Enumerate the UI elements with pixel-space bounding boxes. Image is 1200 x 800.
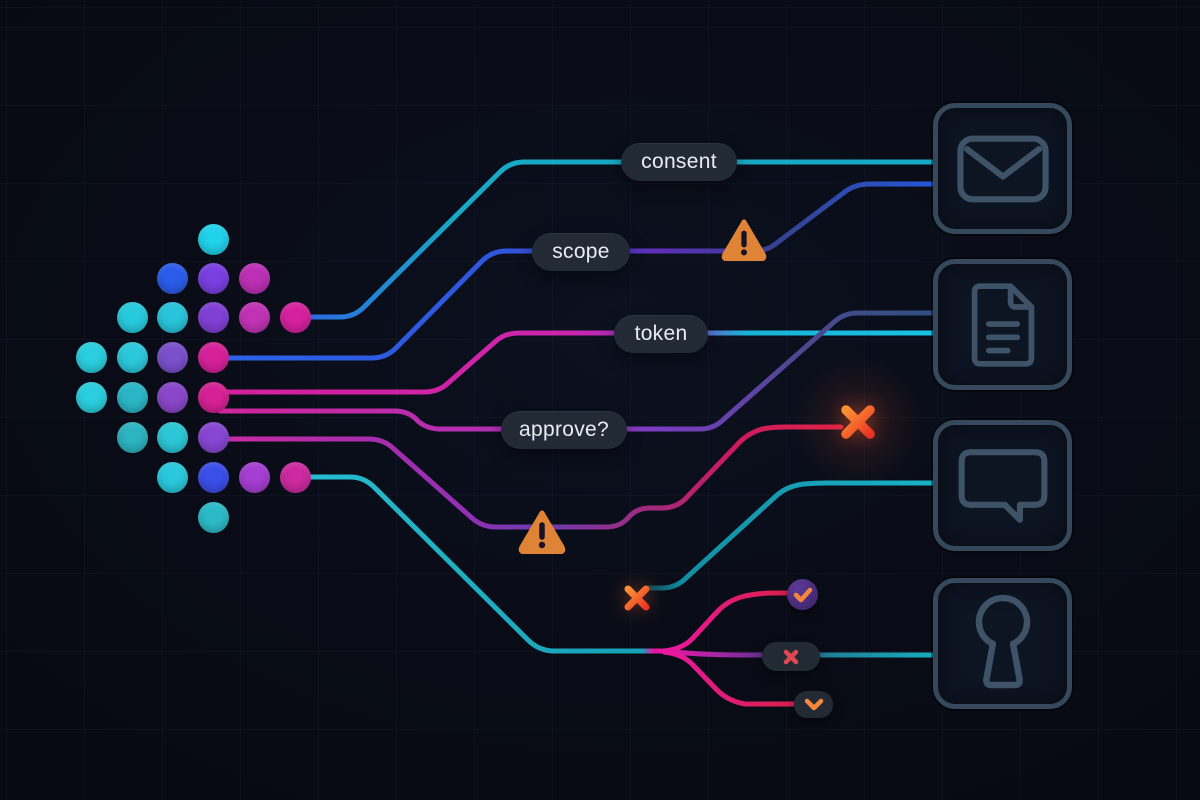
- node-dot: [116, 341, 148, 373]
- pending-chip: [794, 691, 833, 718]
- endpoint-document: [933, 259, 1072, 390]
- flow-label-consent-text: consent: [641, 150, 717, 173]
- approved-badge: [787, 579, 818, 610]
- endpoint-access: [933, 578, 1072, 709]
- warning-icon: [518, 510, 566, 554]
- flow-label-consent: consent: [621, 143, 737, 181]
- node-dot: [279, 301, 311, 333]
- blocked-x-icon: [624, 585, 650, 611]
- node-dot: [197, 501, 229, 533]
- flow-label-token-text: token: [634, 322, 688, 345]
- node-dot: [116, 421, 148, 453]
- warning-icon: [721, 219, 767, 261]
- node-dot: [279, 461, 311, 493]
- flow-label-approve: approve?: [501, 411, 627, 449]
- node-dot: [116, 381, 148, 413]
- flow-line-approve: [217, 310, 936, 432]
- flow-line-trunk: [299, 474, 671, 654]
- flow-label-token: token: [614, 315, 708, 353]
- node-dot: [156, 262, 188, 294]
- x-icon: [783, 649, 799, 664]
- flow-label-scope-text: scope: [552, 240, 610, 263]
- flow-branch-approved: [661, 590, 789, 654]
- flow-line-chat: [646, 480, 936, 591]
- flow-label-scope: scope: [532, 233, 630, 271]
- node-dot: [197, 461, 229, 493]
- check-icon: [793, 587, 812, 602]
- node-dot: [156, 461, 188, 493]
- node-dot: [75, 341, 107, 373]
- keyhole-icon: [975, 594, 1030, 688]
- endpoint-chat: [933, 420, 1072, 551]
- node-dot: [238, 262, 270, 294]
- denied-chip: [762, 642, 820, 671]
- node-dot: [156, 381, 188, 413]
- node-dot: [116, 301, 148, 333]
- node-dot: [197, 262, 229, 294]
- blocked-x-icon: [841, 405, 875, 439]
- node-dot: [197, 223, 229, 255]
- node-dot: [75, 381, 107, 413]
- flow-line-token: [217, 330, 936, 395]
- flow-line-warning-dip: [217, 424, 844, 530]
- chat-bubble-icon: [958, 448, 1047, 523]
- document-icon: [971, 282, 1034, 367]
- node-dot: [238, 461, 270, 493]
- node-dot: [156, 301, 188, 333]
- node-dot: [156, 341, 188, 373]
- node-dot: [238, 301, 270, 333]
- envelope-icon: [956, 135, 1049, 202]
- endpoint-mail: [933, 103, 1072, 234]
- node-dot: [197, 421, 229, 453]
- flow-line-consent: [299, 159, 936, 320]
- node-dot: [156, 421, 188, 453]
- node-dot: [197, 381, 229, 413]
- flow-branch-pending: [661, 649, 796, 707]
- node-dot: [197, 341, 229, 373]
- flow-line-scope: [217, 181, 936, 361]
- chevron-down-icon: [804, 698, 823, 711]
- node-dot: [197, 301, 229, 333]
- flow-label-approve-text: approve?: [519, 418, 609, 441]
